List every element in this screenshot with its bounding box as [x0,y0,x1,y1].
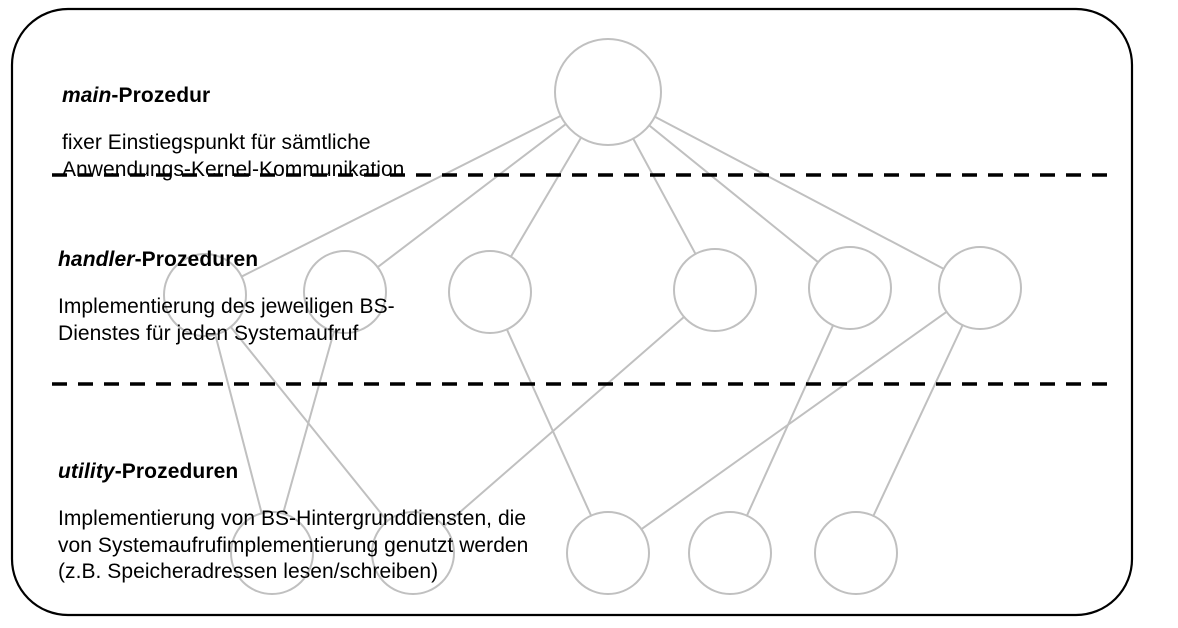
procedure-node-h2[interactable] [303,250,387,334]
graph-edge-h6-u3 [640,310,948,531]
graph-edge-m1-h3 [509,136,583,258]
layer-title-rest-handler: -Prozeduren [134,247,259,271]
procedure-node-u2[interactable] [371,511,455,595]
divider-group [52,173,1118,386]
diagram-outline [10,7,1134,617]
graph-edge-h3-u3 [505,328,593,517]
layer-description-handler: Implementierung des jeweiligen BS- Diens… [58,295,395,345]
procedure-node-h6[interactable] [938,246,1022,330]
node-group [163,38,1022,595]
graph-edge-m1-h1 [240,114,562,278]
layer-title-emphasis-main: main [62,83,112,107]
procedure-node-u4[interactable] [688,511,772,595]
graph-edge-m1-h2 [376,123,567,269]
layer-title-rest-utility: -Prozeduren [114,459,239,483]
procedure-node-h1[interactable] [163,253,247,337]
layer-description-utility: Implementierung von BS-Hintergrunddienst… [58,507,529,584]
layer-title-main: main-Prozedur [62,56,404,109]
procedure-node-u1[interactable] [230,511,314,595]
graph-edge-h5-u4 [745,324,835,517]
layer-description-main: fixer Einstiegspunkt für sämtliche Anwen… [62,131,405,181]
graph-edge-h2-u1 [282,330,335,515]
graph-edge-h1-u1 [214,333,263,515]
procedure-node-u3[interactable] [566,511,650,595]
graph-edge-h6-u5 [872,324,964,517]
layer-label-utility: utility-Prozeduren Implementierung von B… [58,412,528,606]
graph-edge-m1-h5 [648,124,820,264]
graph-edge-m1-h6 [653,115,945,270]
procedure-node-h5[interactable] [808,246,892,330]
graph-edge-h4-u2 [442,315,686,528]
graph-edge-m1-h4 [632,137,697,255]
layer-title-utility: utility-Prozeduren [58,432,528,485]
layer-title-emphasis-handler: handler [58,247,135,271]
procedure-node-h3[interactable] [448,250,532,334]
layer-title-rest-main: -Prozedur [111,83,211,107]
procedure-node-u5[interactable] [814,511,898,595]
outer-border [10,7,1134,617]
layer-title-handler: handler-Prozeduren [58,220,395,273]
layer-label-main: main-Prozedur fixer Einstiegspunkt für s… [62,36,404,203]
procedure-node-h4[interactable] [673,248,757,332]
layer-title-emphasis-utility: utility [58,459,115,483]
layer-label-handler: handler-Prozeduren Implementierung des j… [58,200,395,367]
procedure-node-m1[interactable] [554,38,662,146]
edge-group [214,114,964,531]
